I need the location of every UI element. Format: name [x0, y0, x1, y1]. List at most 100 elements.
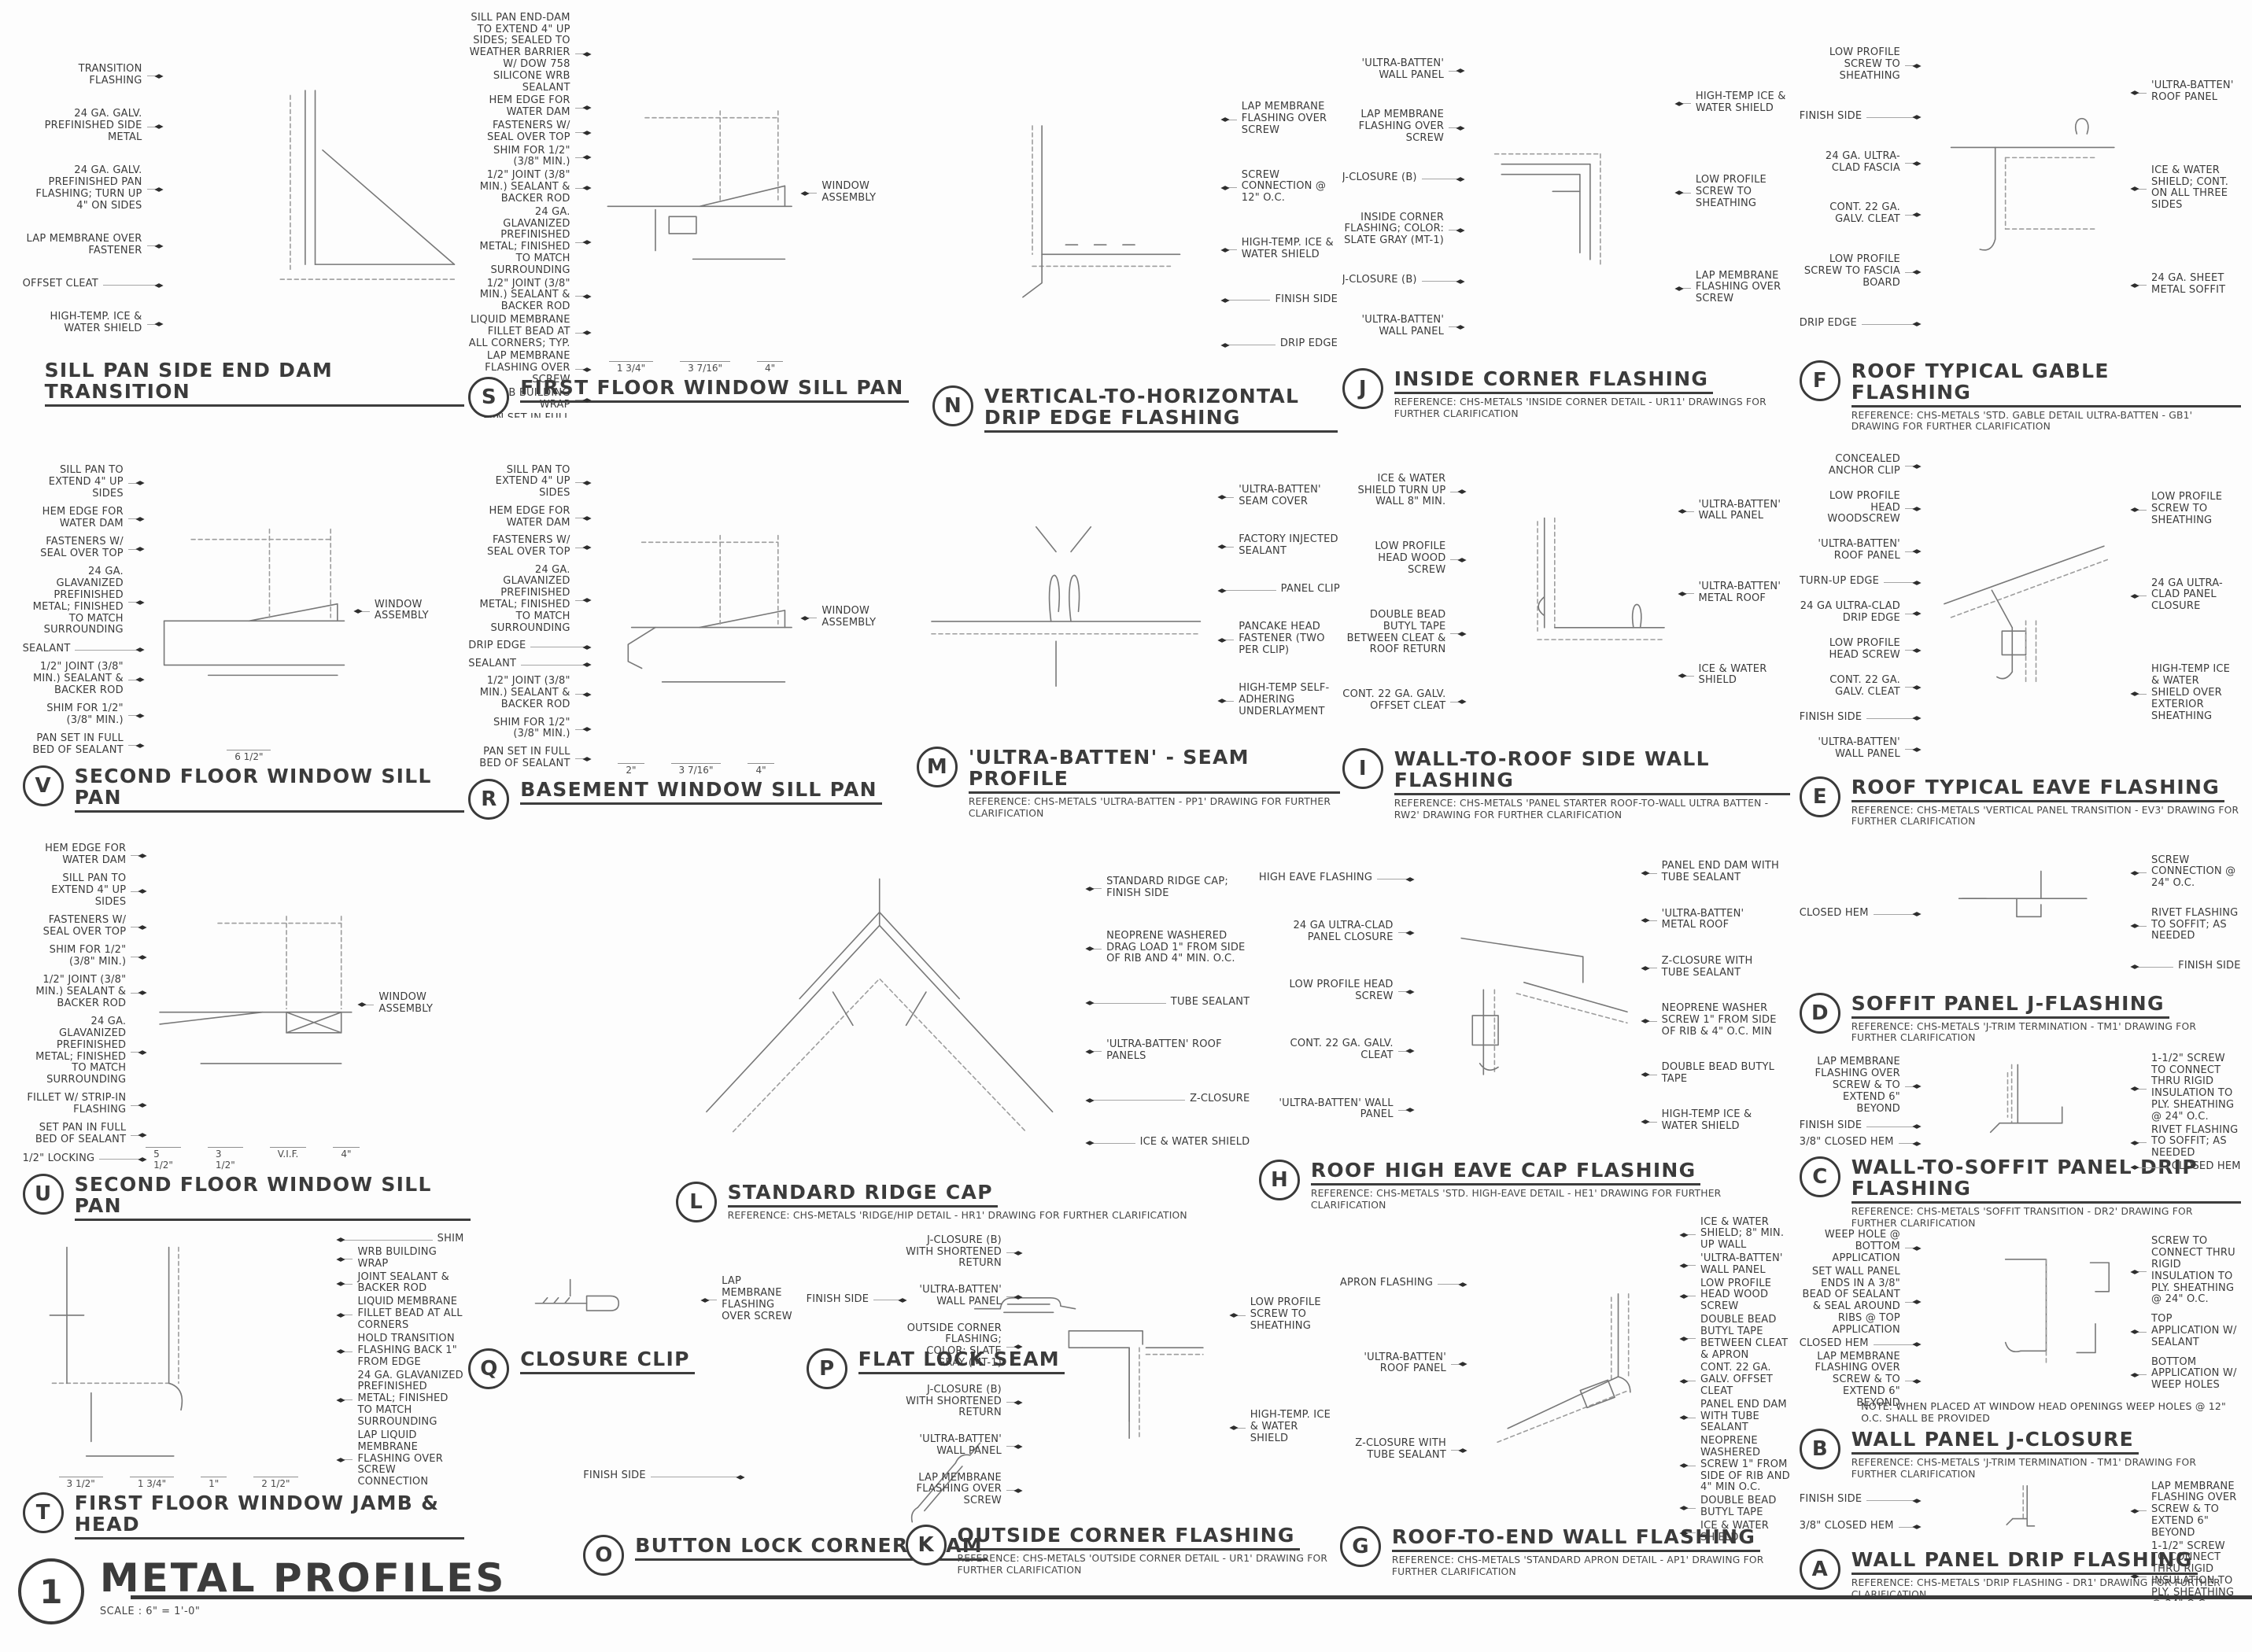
leader-line: [1006, 1446, 1019, 1447]
callout-label: CLOSED HEM: [1799, 1337, 1869, 1349]
leader-line: [1006, 1402, 1019, 1403]
callout: PANEL CLIP: [1221, 583, 1340, 596]
detail-reference: REFERENCE: CHS-METALS 'J-TRIM TERMINATIO…: [1851, 1457, 2197, 1480]
callout: LAP MEMBRANE FLASHING OVER SCREW & TO EX…: [1800, 1351, 1918, 1410]
callout: DRIP EDGE: [468, 640, 588, 652]
detail-sketch: [676, 846, 1083, 1178]
detail-letter-bubble: F: [1799, 360, 1840, 401]
callout: ICE & WATER SHIELD: [1089, 1136, 1250, 1149]
callout-label: CONT. 22 GA. GALV. CLEAT: [1290, 1038, 1394, 1062]
detail-caption: E ROOF TYPICAL EAVE FLASHING REFERENCE: …: [1799, 776, 2241, 828]
detail-caption: B WALL PANEL J-CLOSURE REFERENCE: CHS-ME…: [1799, 1429, 2241, 1481]
callout-label: HEM EDGE FOR WATER DAM: [45, 843, 127, 866]
callout-label: WEEP HOLE @ BOTTOM APPLICATION: [1824, 1229, 1900, 1265]
leader-line: [1904, 1301, 1918, 1303]
leader-line: [1644, 920, 1657, 921]
detail-letter-bubble: J: [1342, 367, 1383, 409]
callout-label: 24 GA. GLAVANIZED PREFINISHED METAL; FIN…: [479, 205, 570, 276]
leader-line: [2134, 1510, 2147, 1512]
callout-label: HIGH EAVE FLASHING: [1258, 872, 1373, 884]
callout-label: OUTSIDE CORNER FLASHING; COLOR: SLATE GR…: [906, 1322, 1002, 1370]
detail-p: FINISH SIDE P FLAT LOCK SEAM: [806, 1254, 1135, 1390]
callout: WEEP HOLE @ BOTTOM APPLICATION: [1800, 1229, 1918, 1265]
leader-line: [2134, 872, 2147, 874]
callout-label: LAP MEMBRANE FLASHING OVER SCREW: [485, 350, 570, 386]
detail-caption: R BASEMENT WINDOW SILL PAN: [468, 778, 912, 820]
callout: HIGH-TEMP. ICE & WATER SHIELD: [1224, 237, 1338, 261]
callout-label: FASTENERS W/ SEAL OVER TOP: [487, 120, 570, 143]
callout: FASTENERS W/ SEAL OVER TOP: [468, 534, 588, 559]
leader-line: [2134, 92, 2147, 94]
callout-label: HIGH-TEMP ICE & WATER SHIELD: [1661, 1108, 1752, 1133]
callout-label: 1/2" JOINT (3/8" MIN.) SEALANT & BACKER …: [479, 277, 570, 313]
detail-title: FLAT LOCK SEAM: [858, 1348, 1065, 1375]
detail-figure: [1924, 1229, 2128, 1399]
detail-c: LAP MEMBRANE FLASHING OVER SCREW & TO EX…: [1799, 1053, 2241, 1230]
callout: FINISH SIDE: [1800, 110, 1918, 123]
leader-line: [340, 1399, 353, 1401]
leader-line: [1449, 70, 1462, 72]
detail-d: CLOSED HEM SCREW CONNECTION @ 24" O.C.RI…: [1799, 838, 2241, 1045]
detail-title: ROOF-TO-END WALL FLASHING: [1391, 1526, 1761, 1552]
leader-line: [1450, 633, 1464, 635]
callout-label: WINDOW ASSEMBLY: [821, 180, 877, 204]
callout-label: LIQUID MEMBRANE FILLET BEAD AT ALL CORNE…: [468, 314, 570, 349]
callout: LOW PROFILE SCREW TO FASCIA BOARD: [1800, 253, 1918, 289]
detail-figure: [468, 1254, 698, 1345]
callout-label: LOW PROFILE HEAD WOOD SCREW: [1375, 540, 1446, 577]
detail-title: OUTSIDE CORNER FLASHING: [957, 1525, 1300, 1551]
callout: 24 GA. GLAVANIZED PREFINISHED METAL; FIN…: [468, 205, 588, 277]
callout-label: 3/8" CLOSED HEM: [1799, 1136, 1894, 1149]
callout-label: SEALANT: [468, 657, 517, 669]
leader-line: [131, 1134, 144, 1136]
callout-label: SHIM: [437, 1232, 464, 1245]
leader-line: [1451, 1363, 1464, 1365]
callout: LAP MEMBRANE FLASHING OVER SCREW: [906, 1472, 1019, 1507]
callout-label: DOUBLE BEAD BUTYL TAPE: [1700, 1495, 1777, 1519]
callout: TURN-UP EDGE: [1800, 575, 1918, 588]
detail-reference: REFERENCE: CHS-METALS 'SOFFIT TRANSITION…: [1851, 1205, 2193, 1229]
callout: LOW PROFILE HEAD WOODSCREW: [1800, 490, 1918, 525]
leader-line: [1904, 749, 1918, 750]
leader-line: [1683, 1532, 1696, 1534]
detail-caption: M 'ULTRA-BATTEN' - SEAM PROFILE REFERENC…: [916, 747, 1340, 820]
callout: DRIP EDGE: [1800, 317, 1918, 330]
callout-label: DOUBLE BEAD BUTYL TAPE BETWEEN CLEAT & R…: [1346, 608, 1446, 656]
callout: DRIP EDGE: [1224, 338, 1338, 350]
dimension-row: 2"3 7/16"4": [594, 761, 799, 776]
detail-title: WALL PANEL DRIP FLASHING: [1851, 1549, 2198, 1576]
leader-line: [1873, 1344, 1918, 1345]
detail-title: WALL PANEL J-CLOSURE: [1851, 1429, 2139, 1455]
callout: 'ULTRA-BATTEN' WALL PANEL: [906, 1433, 1019, 1458]
detail-k: J-CLOSURE (B) WITH SHORTENED RETURN'ULTR…: [905, 1221, 1336, 1576]
callouts-left: FINISH SIDE: [583, 1421, 741, 1532]
callout: FASTENERS W/ SEAL OVER TOP: [23, 914, 144, 938]
callout: HEM EDGE FOR WATER DAM: [468, 505, 588, 529]
callout-label: 3/8" CLOSED HEM: [1799, 1519, 1894, 1532]
callout-label: FACTORY INJECTED SEALANT: [1239, 533, 1338, 558]
callout: 1/2" JOINT (3/8" MIN.) SEALANT & BACKER …: [23, 661, 141, 696]
detail-title: FIRST FLOOR WINDOW JAMB & HEAD: [74, 1492, 464, 1540]
callout-label: 'ULTRA-BATTEN' WALL PANEL: [919, 1433, 1002, 1457]
detail-i: ICE & WATER SHIELD TURN UP WALL 8" MIN.L…: [1342, 441, 1791, 821]
detail-reference: REFERENCE: CHS-METALS 'ULTRA-BATTEN - PP…: [968, 796, 1331, 819]
callout-label: HIGH-TEMP. ICE & WATER SHIELD: [50, 311, 142, 335]
dimension-label: 4": [748, 762, 774, 776]
leader-line: [146, 323, 160, 325]
callout-label: SCREW CONNECTION @ 12" O.C.: [1241, 168, 1327, 205]
detail-letter-bubble: V: [22, 765, 64, 807]
callouts-right: SCREW CONNECTION @ 24" O.C.RIVET FLASHIN…: [2134, 838, 2241, 990]
callout: FILLET W/ STRIP-IN FLASHING: [23, 1093, 144, 1116]
callout: 24 GA. GALV. PREFINISHED PAN FLASHING; T…: [23, 164, 160, 212]
callout-label: FINISH SIDE: [583, 1469, 646, 1482]
callout: BOTTOM APPLICATION W/ WEEP HOLES: [2134, 1356, 2241, 1392]
callout: Z-CLOSURE WITH TUBE SEALANT: [1644, 955, 1781, 979]
leader-line: [1904, 687, 1918, 688]
